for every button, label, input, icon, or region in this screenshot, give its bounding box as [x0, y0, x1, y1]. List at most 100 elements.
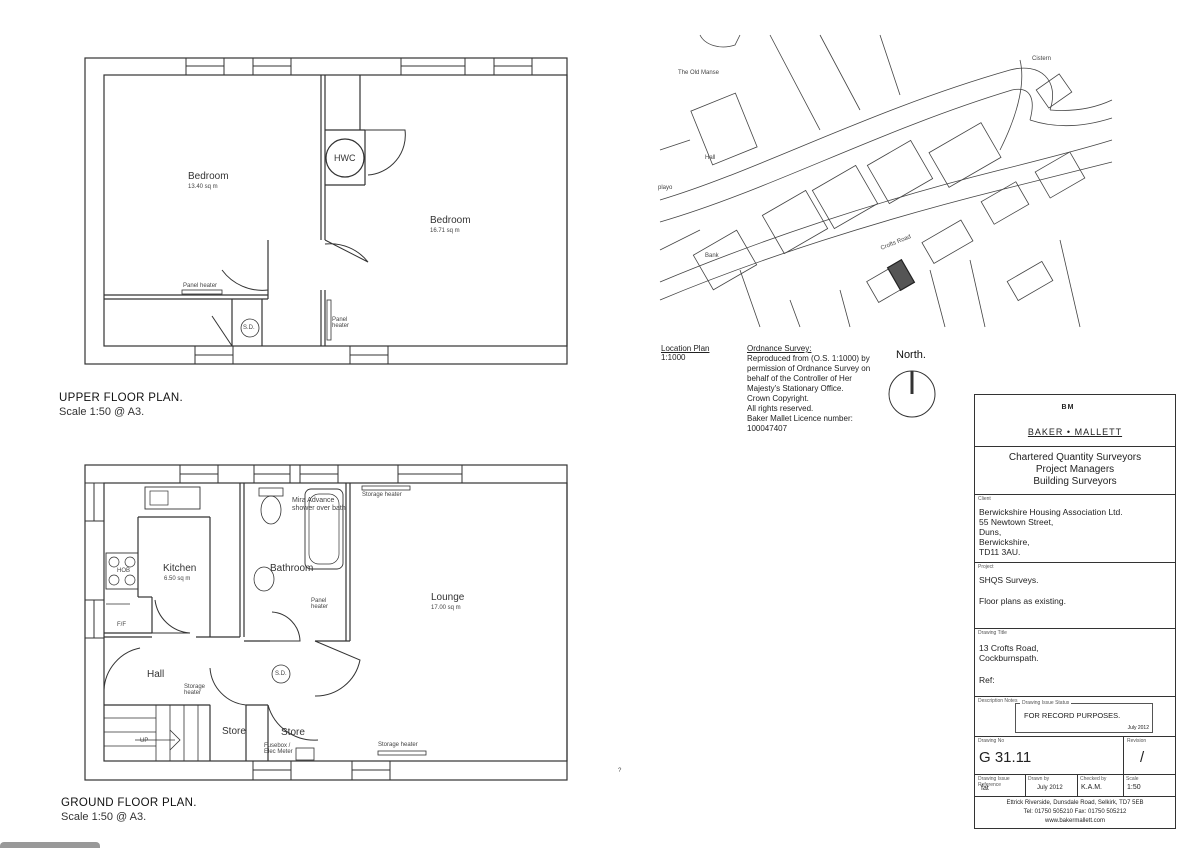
north-label: North. [896, 349, 926, 361]
fusebox-label: Fusebox / Elec Meter [264, 743, 293, 755]
os-line: permission of Ordnance Survey on [747, 364, 871, 373]
meta-col: Drawn by July 2012 [1025, 775, 1078, 797]
client-caption: Client [978, 496, 991, 502]
client-cell: Client Berwickshire Housing Association … [975, 494, 1175, 563]
site-hatch [886, 258, 916, 292]
company-name: BAKER • MALLETT [1027, 427, 1123, 437]
revision-divider [1123, 737, 1124, 775]
upper-sd-label: S.D. [243, 325, 255, 331]
staircase [103, 704, 211, 762]
lounge-label: Lounge [431, 592, 465, 603]
upper-bedroom-2-area: 16.71 sq m [430, 228, 460, 234]
meta-caption: Scale [1126, 776, 1139, 782]
hwc-label: HWC [334, 153, 356, 163]
project-line: Floor plans as existing. [979, 596, 1066, 606]
meta-value: July 2012 [1037, 785, 1063, 791]
client-line: Berwickshire, [979, 537, 1030, 547]
drawing-number-cell: Drawing No G 31.11 Revision / [975, 736, 1175, 775]
os-heading: Ordnance Survey: [747, 344, 812, 353]
storage-heater-top-label: Storage heater [362, 492, 402, 498]
ground-doors [103, 599, 361, 741]
os-line: Majesty's Stationary Office. [747, 384, 844, 393]
client-line: Duns, [979, 527, 1002, 537]
office-website: www.bakermallett.com [1044, 818, 1106, 824]
upper-bedroom-1-label: Bedroom [188, 171, 229, 182]
upper-floor-plan-title: UPPER FLOOR PLAN. [59, 392, 183, 404]
client-line: TD11 3AU. [979, 547, 1021, 557]
revision-notes-caption: Description Notes [978, 698, 1018, 704]
ground-panel-heater: Panel heater [311, 598, 329, 610]
os-copyright-notes: Ordnance Survey: Reproduced from (O.S. 1… [747, 344, 887, 434]
ff-label: F/F [117, 622, 126, 628]
meta-col: Scale 1:50 [1123, 775, 1175, 797]
service-line: Chartered Quantity Surveyors [1008, 452, 1142, 463]
os-line: All rights reserved. [747, 404, 814, 413]
location-plan-title: Location Plan [661, 344, 710, 353]
ground-floor-plan-title: GROUND FLOOR PLAN. [61, 797, 197, 809]
meta-value: fat [981, 785, 989, 792]
status-caption: Drawing Issue Status [1020, 700, 1072, 706]
store-2-label: Store [281, 727, 305, 738]
office-address: Ettrick Riverside, Dunsdale Road, Selkir… [1006, 800, 1144, 806]
ground-floor-plan-scale: Scale 1:50 @ A3. [61, 811, 147, 823]
meta-value: 1:50 [1127, 784, 1141, 791]
map-label-cistern: Cistern [1032, 56, 1052, 62]
upper-floor-walls [84, 57, 568, 365]
bathroom-label: Bathroom [270, 563, 314, 574]
drawing-title-line: Cockburnspath. [979, 653, 1039, 663]
meta-value: K.A.M. [1081, 784, 1103, 791]
os-line: 100047407 [747, 424, 788, 433]
services-cell: Chartered Quantity Surveyors Project Man… [975, 446, 1175, 495]
ground-sd-label: S.D. [275, 671, 287, 677]
kitchen-area: 6.50 sq m [164, 576, 191, 582]
company-logo: BM [1061, 404, 1075, 411]
revision-value: / [1140, 749, 1145, 766]
up-label: UP [140, 738, 149, 744]
meta-cell: Drawing Issue Reference fat Drawn by Jul… [975, 774, 1175, 797]
status-date: July 2012 [1127, 725, 1149, 731]
meta-caption: Checked by [1080, 776, 1107, 782]
upper-bedroom-1-area: 13.40 sq m [188, 184, 218, 190]
map-label-hall: Hall [705, 155, 716, 161]
status-box: Drawing Issue Status FOR RECORD PURPOSES… [1015, 700, 1153, 733]
contact-cell: Ettrick Riverside, Dunsdale Road, Selkir… [975, 796, 1175, 829]
project-caption: Project [978, 564, 994, 570]
upper-doors [211, 129, 406, 347]
os-line: Baker Mallet Licence number: [747, 414, 853, 423]
drawing-title-caption: Drawing Title [978, 630, 1007, 636]
project-line: SHQS Surveys. [979, 575, 1039, 585]
office-contact: Tel: 01750 505210 Fax: 01750 505212 [1023, 809, 1127, 815]
storage-heater-bottom-label: Storage heater [378, 742, 418, 748]
storage-heater-hall-label: Storage heater [184, 684, 206, 696]
upper-panel-heater-2: Panel heater [332, 317, 350, 329]
service-line: Building Surveyors [1033, 476, 1117, 487]
upper-bedroom-2-label: Bedroom [430, 215, 471, 226]
kitchen-label: Kitchen [163, 563, 197, 574]
map-label-bank: Bank [705, 253, 719, 259]
client-line: 55 Newtown Street, [979, 517, 1054, 527]
shower-note: Mira Advance shower over bath [292, 497, 346, 512]
lounge-area: 17.00 sq m [431, 605, 461, 611]
ref-label: Ref: [979, 675, 995, 685]
store-1-label: Store [222, 726, 246, 737]
upper-floor-plan-scale: Scale 1:50 @ A3. [59, 406, 145, 418]
status-cell: Description Notes Drawing Issue Status F… [975, 696, 1175, 737]
upper-windows [185, 57, 533, 365]
project-cell: Project SHQS Surveys. Floor plans as exi… [975, 562, 1175, 629]
title-block: BM BAKER • MALLETT Chartered Quantity Su… [974, 394, 1176, 829]
os-line: behalf of the Controller of Her [747, 374, 852, 383]
drawing-title-cell: Drawing Title 13 Crofts Road, Cockburnsp… [975, 628, 1175, 697]
viewer-tab[interactable] [0, 842, 100, 848]
ground-windows [84, 464, 463, 781]
map-label-playground: playo [658, 185, 673, 191]
meta-caption: Drawing Issue Reference [978, 776, 1010, 788]
location-map [659, 34, 1113, 328]
os-line: Reproduced from (O.S. 1:1000) by [747, 354, 870, 363]
upper-smoke-detector [240, 318, 260, 338]
hall-label: Hall [147, 669, 165, 680]
meta-col: Checked by K.A.M. [1077, 775, 1124, 797]
drawing-number: G 31.11 [979, 749, 1032, 766]
upper-panel-heater-1: Panel heater [183, 283, 218, 289]
location-plan-scale: 1:1000 [661, 353, 686, 362]
